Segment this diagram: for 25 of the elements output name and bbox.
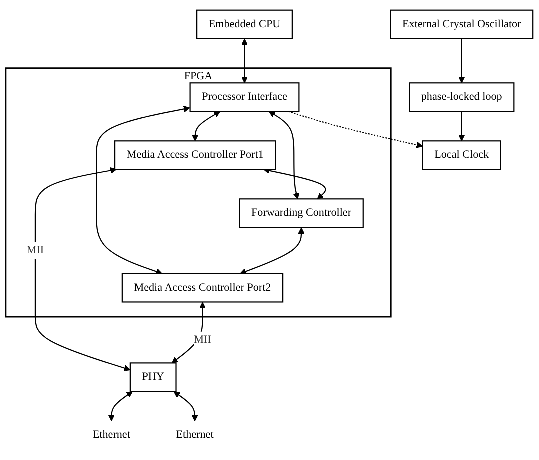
arrow xyxy=(172,302,206,364)
node-text: Ethernet xyxy=(92,429,130,442)
arrow xyxy=(242,38,248,84)
node-box: phase-locked loop xyxy=(409,82,515,112)
arrow xyxy=(458,112,466,142)
arrow xyxy=(458,38,466,84)
edge-label: MII xyxy=(26,244,44,256)
node-box: Processor Interface xyxy=(190,82,300,112)
arrow xyxy=(174,392,198,422)
arrow xyxy=(268,111,300,200)
node-box: Local Clock xyxy=(422,140,502,170)
node-box: External Crystal Oscillator xyxy=(390,10,534,40)
arrow xyxy=(192,111,221,142)
node-box: Media Access Controller Port1 xyxy=(114,140,276,170)
node-box: Forwarding Controller xyxy=(239,198,364,228)
arrow xyxy=(288,111,424,148)
node-box: Embedded CPU xyxy=(196,10,293,40)
node-box: PHY xyxy=(130,362,177,392)
arrow xyxy=(240,228,305,275)
arrow xyxy=(34,168,131,372)
arrow xyxy=(96,106,190,275)
node-text: Ethernet xyxy=(176,429,214,442)
node-box: Media Access Controller Port2 xyxy=(122,273,284,303)
edge-label: MII xyxy=(194,334,212,346)
arrow xyxy=(108,392,133,422)
